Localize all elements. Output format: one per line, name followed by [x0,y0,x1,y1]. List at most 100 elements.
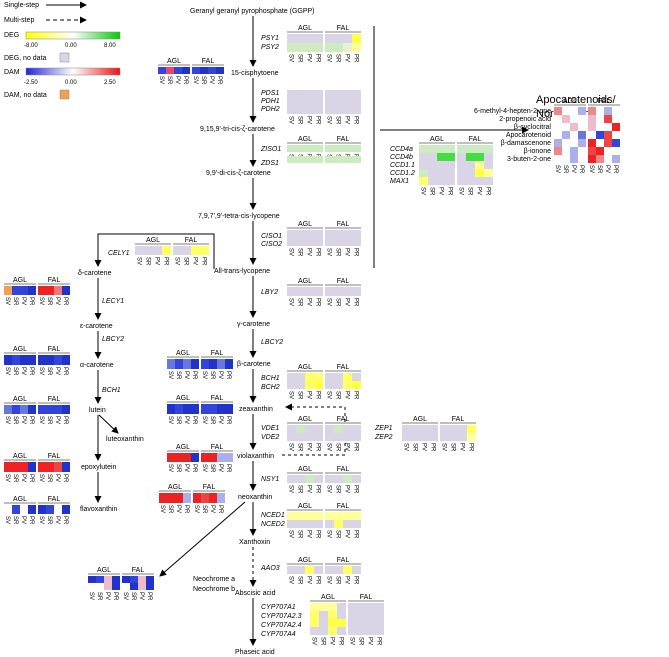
heatmap-cell [191,246,200,255]
gene-label: PDS1 [261,90,279,97]
metabolite-alpha-carotene: α-carotene [80,362,114,369]
heatmap-cell [457,161,466,169]
heatmap-cell [28,405,36,414]
heatmap-cell [296,34,305,43]
sample-label: SR [412,443,418,452]
gene-label: CCD4a [390,146,413,153]
group-label: AGL [563,98,577,105]
metabolite-delta-carotene: δ-carotene [78,270,112,277]
heatmap-cell [12,286,20,295]
heatmap-cell [28,286,36,295]
heatmap-cell [46,462,54,472]
heatmap-cell [201,453,209,462]
heatmap-cell [12,405,20,414]
heatmap-cell [296,425,305,433]
heatmap-cell [411,433,420,441]
heatmap-cell [12,505,20,514]
heatmap-cell [352,106,361,114]
sample-label: PV [438,187,444,195]
heatmap-cell [588,131,596,139]
heatmap-cell [319,627,328,635]
heatmap-cell [201,359,209,369]
heatmap-cell [325,512,334,520]
sample-label: SV [311,637,317,645]
heatmap-cell [343,230,352,238]
heatmap-cell [12,355,20,365]
sample-label: PR [191,371,197,380]
legend-deg-mid: 0.00 [65,43,77,49]
heatmap-cell [334,433,343,441]
sample-label: PV [183,464,189,472]
heatmap-cell [62,462,70,472]
sample-label: SV [192,76,198,84]
sample-label: PV [306,116,312,124]
sample-label: SR [320,637,326,646]
group-label: AGL [298,136,312,143]
sample-label: SR [12,474,18,483]
heatmap-cell [325,34,334,43]
heatmap-cell [352,34,361,43]
legend-dam-max: 2.50 [104,80,116,86]
heatmap-cell [305,90,314,98]
heatmap-cell [191,453,199,462]
gene-label: CISO1 [261,233,282,240]
heatmap-cell [428,177,437,185]
gene-label: CCD1.1 [390,162,415,169]
sample-label: PV [20,416,26,424]
heatmap-cell [328,627,337,635]
sample-label: PV [104,592,110,600]
heatmap-zds [287,156,361,163]
legend-dam-nodata-swatch [59,89,70,100]
sample-label: SV [288,298,294,306]
heatmap-cell [334,520,343,528]
heatmap-cell [314,230,323,238]
group-label: FAL [337,416,350,423]
legend-deg-colorbar [25,31,121,40]
heatmap-cell [578,139,586,147]
heatmap-cell [38,286,46,295]
heatmap-cell [46,286,54,295]
metabolite-lutein: lutein [89,407,106,414]
sample-label: SV [420,187,426,195]
sample-label: SV [4,297,10,305]
group-label: AGL [298,364,312,371]
group-label: AGL [168,484,182,491]
metabolite-gamma-carotene: γ-carotene [237,321,270,328]
legend-single-step-label: Single-step [4,2,39,9]
heatmap-cell [334,98,343,106]
sample-label: PV [367,637,373,645]
metabolite-beta-carotene: β-carotene [237,361,271,368]
heatmap-cell [466,169,475,177]
heatmap-cell [175,404,183,414]
sample-label: PR [62,367,68,376]
heatmap-cell [428,169,437,177]
gene-label: PDH1 [261,98,280,105]
heatmap-cell [305,425,314,433]
heatmap-cell [596,123,604,131]
heatmap-cell [305,98,314,106]
heatmap-cell [352,156,361,163]
arrow-lutein-luteoxanthin [98,414,119,434]
heatmap-cell [319,603,328,611]
sample-label: SR [46,367,52,376]
heatmap-cell [419,145,428,153]
group-label: AGL [13,277,27,284]
heatmap-cell [144,246,153,255]
metabolite-phaseic-acid: Phaseic acid [235,649,275,656]
heatmap-cell [337,627,346,635]
sample-label: SV [88,592,94,600]
sample-label: PR [315,391,321,400]
heatmap-cell [334,230,343,238]
heatmap-cell [162,246,171,255]
heatmap-cell [305,287,314,296]
heatmap-cell [554,107,562,115]
heatmap-cell [122,576,130,583]
heatmap-cell [328,603,337,611]
sample-label: PR [353,54,359,63]
group-label: AGL [298,221,312,228]
gene-label: CCD4b [390,154,413,161]
heatmap-cell [296,43,305,52]
